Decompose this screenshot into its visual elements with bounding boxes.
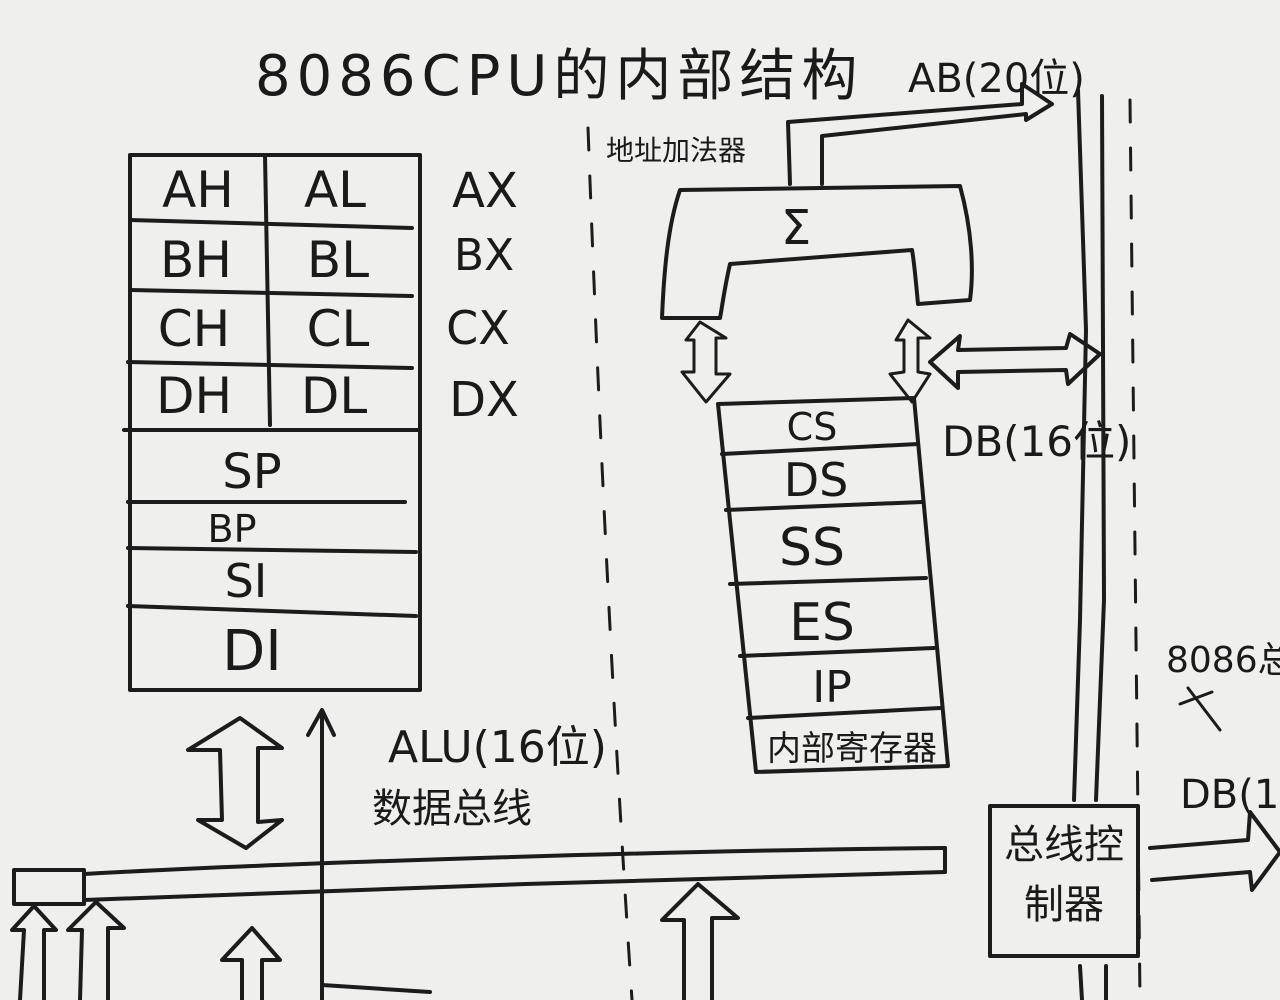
- register-bh: BH: [160, 231, 232, 289]
- register-cs: CS: [787, 405, 838, 449]
- register-ip: IP: [812, 662, 852, 713]
- bottom-left-arrow-1: [10, 904, 58, 1000]
- internal-registers-label: 内部寄存器: [767, 729, 937, 769]
- bottom-left-arrow-2: [66, 900, 126, 1000]
- register-bp: BP: [208, 507, 257, 551]
- register-cx: CX: [446, 301, 510, 355]
- register-bl: BL: [307, 231, 369, 289]
- diagram-title: 8086CPU的内部结构: [255, 44, 863, 109]
- register-si: SI: [225, 554, 268, 608]
- alu-bus-double-arrow: [186, 716, 284, 850]
- data-bus-label: 数据总线: [372, 786, 532, 832]
- alu-label: ALU(16位): [388, 722, 607, 773]
- register-ah: AH: [162, 161, 234, 219]
- adder-to-segment-arrow-left: [680, 320, 732, 404]
- bus-controller: [988, 804, 1140, 958]
- register-bx: BX: [454, 230, 514, 281]
- segment-register-stack: [716, 396, 950, 774]
- bus-interface-boundary: [1128, 98, 1142, 1000]
- bus-to-register-arrow: [306, 708, 336, 1000]
- bottom-mid-arrow: [220, 926, 282, 1000]
- address-adder-label: 地址加法器: [606, 134, 746, 167]
- external-bus-line-right: [1094, 94, 1106, 802]
- register-sp: SP: [222, 444, 281, 500]
- register-ch: CH: [158, 300, 231, 358]
- sigma-symbol: Σ: [781, 200, 811, 256]
- adder-to-segment-arrow-right: [888, 318, 932, 404]
- execution-unit-boundary: [586, 126, 634, 1000]
- external-note: 8086总线: [1166, 640, 1280, 681]
- register-di: DI: [222, 619, 282, 684]
- register-dh: DH: [156, 367, 232, 425]
- register-al: AL: [304, 161, 366, 219]
- address-output-arrow: [786, 82, 1054, 186]
- bus-controller-label-line1: 总线控: [1004, 822, 1124, 868]
- bottom-right-arrow: [660, 882, 740, 1000]
- register-es: ES: [789, 593, 855, 653]
- bus-controller-label-line2: 制器: [1024, 882, 1104, 928]
- register-ds: DS: [784, 453, 849, 507]
- address-bus-label: AB(20位): [908, 56, 1085, 102]
- register-dl: DL: [301, 367, 368, 425]
- register-ss: SS: [779, 518, 845, 578]
- external-db-arrow: [1148, 810, 1280, 892]
- register-file: [122, 153, 422, 692]
- register-ax: AX: [452, 163, 518, 219]
- register-cl: CL: [307, 300, 370, 358]
- internal-db-label: DB(16位): [942, 417, 1131, 466]
- address-adder-shape: [660, 184, 974, 320]
- external-db-label: DB(16位): [1180, 772, 1280, 818]
- register-dx: DX: [449, 372, 519, 428]
- segment-to-db-double-arrow: [928, 332, 1102, 390]
- internal-data-bus: [12, 846, 947, 906]
- external-bus-line-left: [1072, 88, 1088, 802]
